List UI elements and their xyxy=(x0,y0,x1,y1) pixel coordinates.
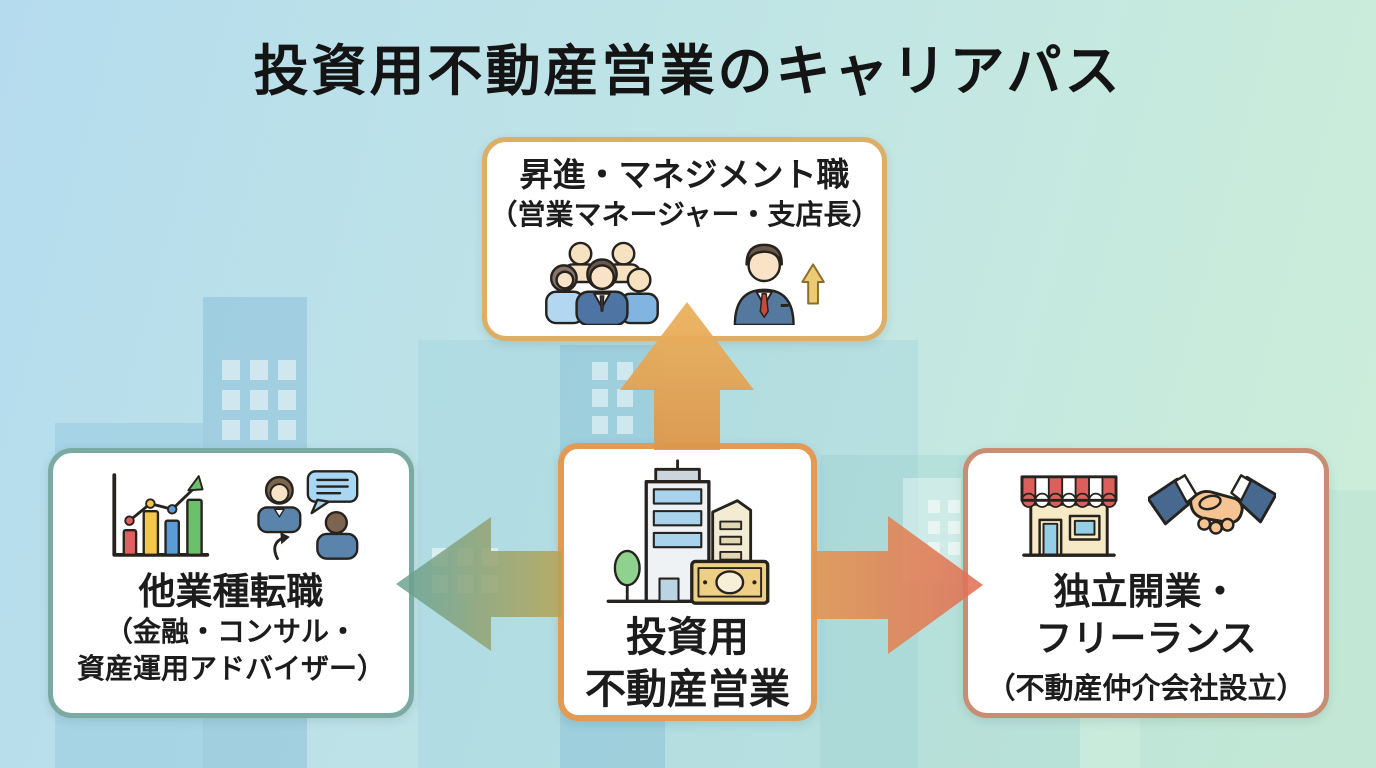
page-title: 投資用不動産営業のキャリアパス xyxy=(253,40,1123,102)
office-building-money-icon xyxy=(598,457,778,612)
career-change-title: 他業種転職 xyxy=(138,571,324,612)
consulting-icon xyxy=(249,469,361,566)
storefront-icon xyxy=(1016,467,1122,568)
independence-box: 独立開業・ フリーランス （不動産仲介会社設立） xyxy=(963,448,1329,718)
center-box: 投資用 不動産営業 xyxy=(558,443,817,721)
handshake-icon xyxy=(1146,473,1278,568)
building-windows xyxy=(222,360,296,440)
promotion-box: 昇進・マネジメント職 （営業マネージャー・支店長） xyxy=(482,137,887,341)
independence-title-line1: 独立開業・ xyxy=(1053,571,1239,612)
independence-title-line2: フリーランス xyxy=(1035,618,1257,660)
arrow-left xyxy=(396,517,562,651)
independence-subtitle: （不動産仲介会社設立） xyxy=(986,672,1306,705)
career-change-subtitle-line1: （金融・コンサル・ xyxy=(104,616,357,648)
promoted-businessman-icon xyxy=(719,239,827,330)
promotion-subtitle: （営業マネージャー・支店長） xyxy=(489,198,880,230)
promotion-title: 昇進・マネジメント職 xyxy=(519,156,850,193)
arrow-right xyxy=(813,516,983,654)
arrow-up xyxy=(620,302,754,450)
center-label-line2: 不動産営業 xyxy=(585,665,790,712)
career-change-subtitle-line2: 資産運用アドバイザー） xyxy=(76,653,385,685)
team-icon xyxy=(543,239,661,330)
center-label-line1: 投資用 xyxy=(626,614,749,660)
career-change-box: 他業種転職 （金融・コンサル・ 資産運用アドバイザー） xyxy=(48,448,414,718)
growth-chart-icon xyxy=(101,469,213,566)
building-windows xyxy=(928,500,980,555)
